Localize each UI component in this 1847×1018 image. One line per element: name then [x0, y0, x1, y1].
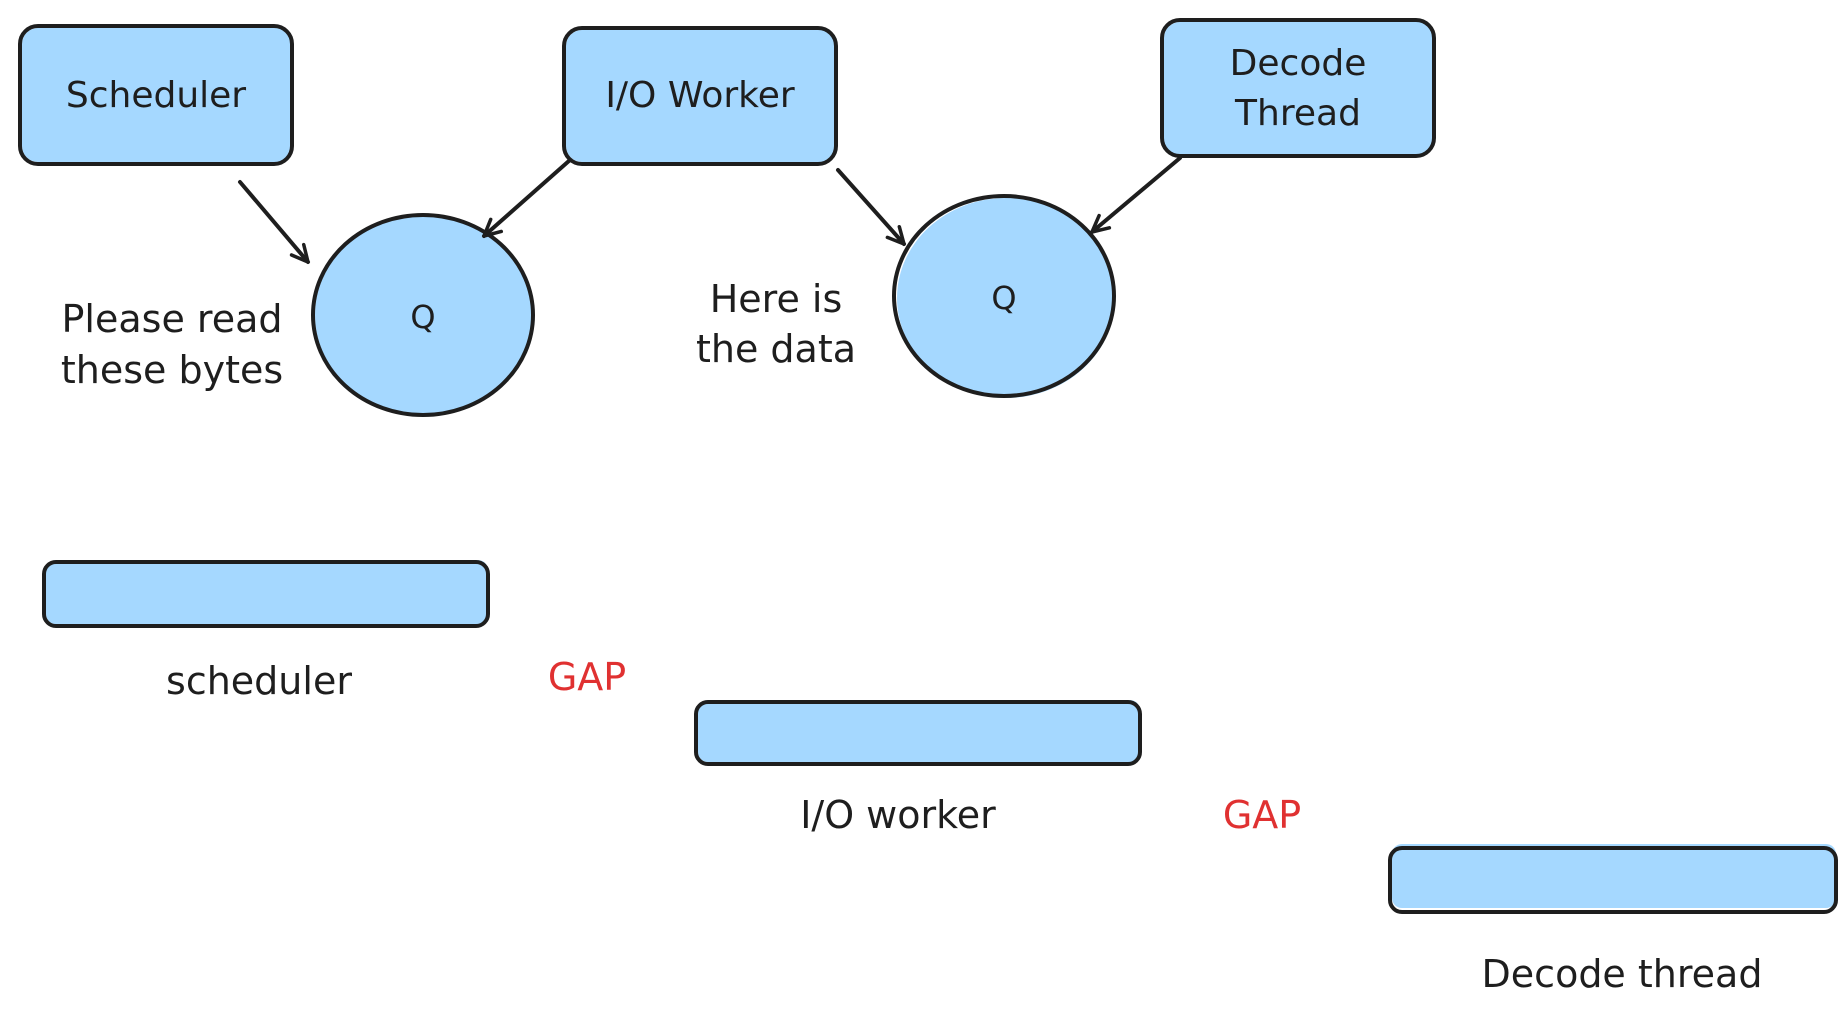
arrow-io-worker-to-request-queue	[482, 158, 572, 238]
request-queue-label: Q	[410, 298, 435, 336]
arrow-scheduler-to-request-queue	[238, 180, 310, 264]
response-annotation-line2: the data	[696, 327, 856, 371]
decode-thread-node: Decode Thread	[1160, 18, 1436, 158]
decode-thread-timeline-bar	[1388, 844, 1838, 914]
request-annotation-line2: these bytes	[61, 348, 283, 392]
request-annotation-line1: Please read	[62, 297, 283, 341]
gap-label-2: GAP	[1223, 793, 1301, 837]
io-worker-timeline-bar	[694, 700, 1142, 766]
decode-thread-node-label-line2: Thread	[1234, 93, 1361, 134]
decode-thread-node-label-line1: Decode	[1230, 43, 1367, 84]
scheduler-node-label: Scheduler	[66, 75, 246, 116]
arrow-io-worker-to-response-queue	[836, 168, 906, 246]
response-queue: Q	[892, 194, 1116, 398]
response-annotation-line1: Here is	[710, 277, 843, 321]
response-queue-label: Q	[991, 279, 1016, 317]
request-queue: Q	[311, 213, 535, 417]
io-worker-timeline-label: I/O worker	[800, 793, 996, 837]
decode-thread-timeline-label: Decode thread	[1482, 952, 1763, 996]
scheduler-timeline-label: scheduler	[166, 659, 352, 703]
scheduler-node: Scheduler	[18, 24, 294, 166]
io-worker-node-label: I/O Worker	[605, 75, 795, 116]
io-worker-node: I/O Worker	[562, 26, 838, 166]
scheduler-timeline-bar	[42, 560, 490, 628]
arrow-decode-thread-to-response-queue	[1090, 156, 1182, 234]
gap-label-1: GAP	[548, 655, 626, 699]
